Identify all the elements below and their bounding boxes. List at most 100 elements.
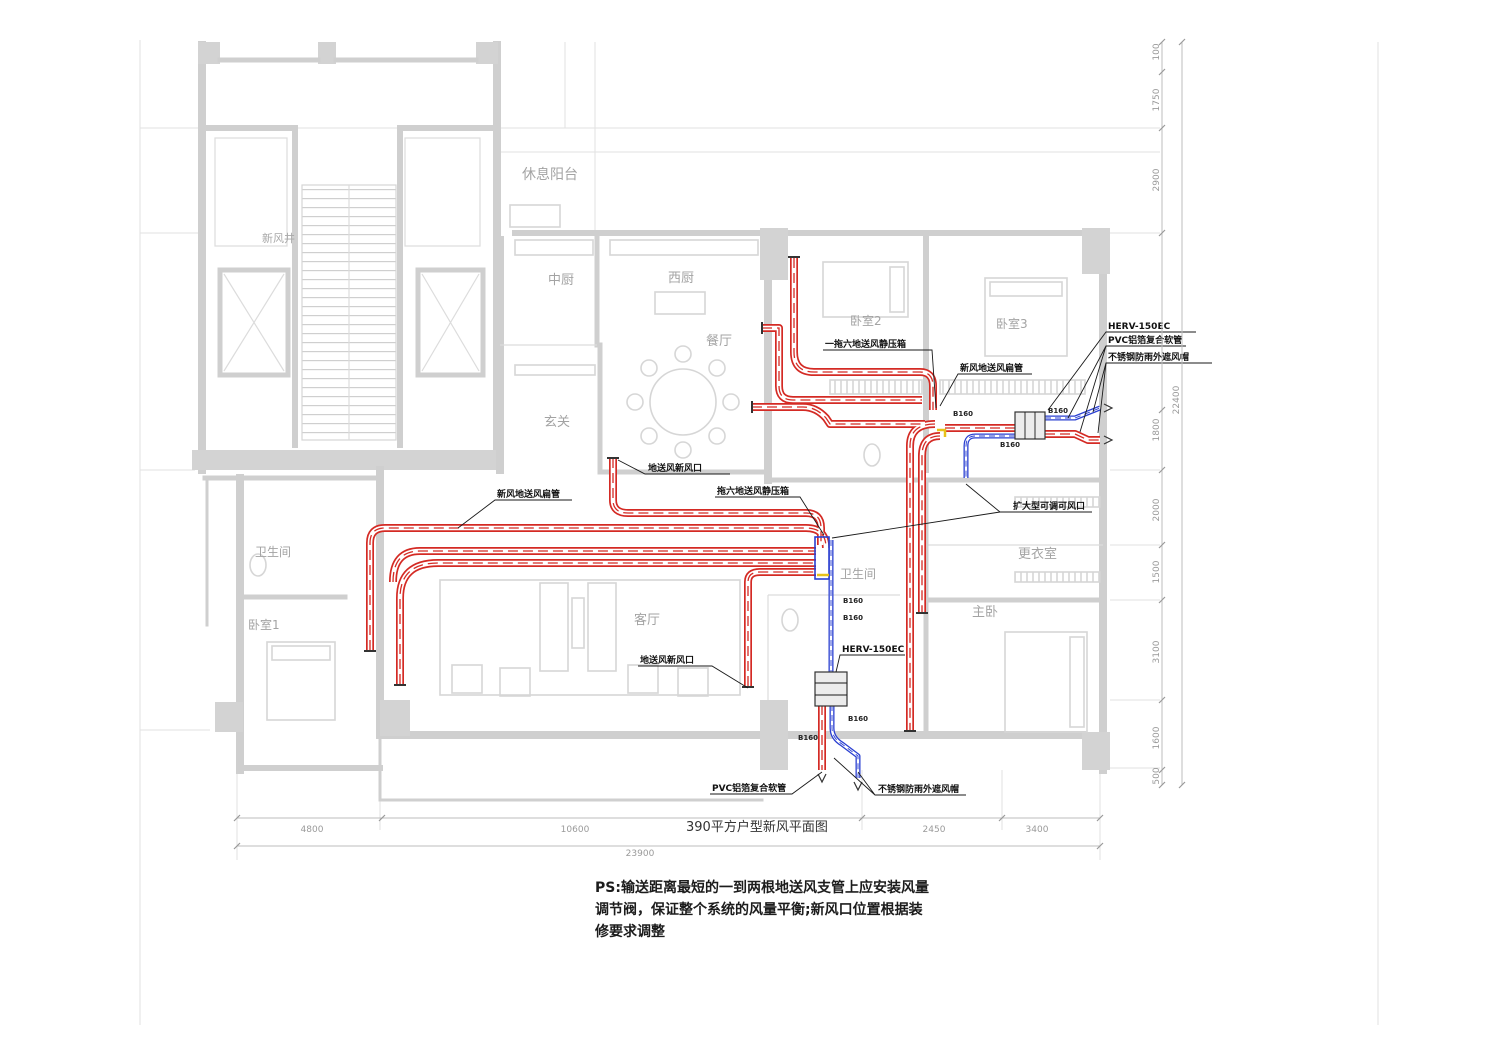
duct-size-label: B160 <box>1048 407 1068 415</box>
bed-pillow <box>889 266 905 313</box>
annotation-pvc-top: PVC铝箔复合软管 <box>1108 334 1182 346</box>
outlet-arrow-icon <box>817 773 863 792</box>
column <box>760 700 788 770</box>
leader-flat-duct-left <box>457 499 572 529</box>
elevator-shaft <box>415 267 486 378</box>
dining-chair <box>640 427 658 445</box>
annotation-flat-duct-left: 新风地送风扁管 <box>497 488 560 500</box>
grid-h <box>1110 232 1160 769</box>
bed <box>984 277 1068 357</box>
fresh-ducts <box>814 408 1100 778</box>
herv-unit-top <box>1014 411 1046 440</box>
notes: PS:输送距离最短的一到两根地送风支管上应安装风量 调节阀，保证整个系统的风量平… <box>594 879 929 940</box>
annotation-herv-bottom: HERV-150EC <box>842 645 905 655</box>
annotation-static-box-mid: 拖六地送风静压箱 <box>717 485 789 497</box>
dimension-vertical: 2000 <box>1152 498 1162 521</box>
balcony-fixture <box>509 204 561 228</box>
dining-chair <box>708 359 726 377</box>
dimension-vertical: 1500 <box>1152 560 1162 583</box>
room-outline <box>214 137 288 247</box>
dining-table <box>649 368 717 436</box>
room-label-bedroom2: 卧室2 <box>850 313 882 328</box>
dimension-vertical: 1750 <box>1152 88 1162 111</box>
annotation-outlet-living: 地送风新风口 <box>640 654 694 666</box>
leader-herv-top <box>1047 331 1196 411</box>
column <box>198 42 220 64</box>
room-label-balcony: 休息阳台 <box>522 166 578 183</box>
leader-herv-bottom <box>835 654 905 673</box>
room-label-bedroom3: 卧室3 <box>996 316 1028 331</box>
dimension-tick <box>1096 842 1104 850</box>
bed <box>1004 631 1088 733</box>
elevator-cross <box>223 273 285 372</box>
bed <box>266 641 336 721</box>
column <box>215 702 243 732</box>
grid-lines <box>139 40 1379 1025</box>
leader-cap-top <box>1092 362 1212 434</box>
dimension-tick <box>1178 781 1186 789</box>
drawing-title: 390平方户型新风平面图 <box>686 819 828 835</box>
dimension-tick <box>998 814 1006 822</box>
dining-chair <box>674 441 692 459</box>
room-label-foyer: 玄关 <box>544 415 570 430</box>
leader-pvc-top <box>1067 345 1186 433</box>
room-label-living: 客厅 <box>634 612 660 628</box>
kitchen-island <box>654 291 706 315</box>
column <box>760 228 788 280</box>
walls <box>192 41 1110 802</box>
toilet <box>781 608 799 632</box>
herv-unit-bottom <box>814 671 848 707</box>
bed-pillow <box>1069 636 1085 728</box>
dimension-tick <box>1158 541 1166 549</box>
leader-outlet-dining <box>617 459 730 475</box>
leader-static-box-top <box>823 349 937 409</box>
room-label-master-bedroom: 主卧 <box>972 605 998 620</box>
duct-terminals <box>364 256 1114 792</box>
dimension-tick <box>1158 406 1166 414</box>
room-label-bath1: 卫生间 <box>255 545 291 559</box>
dimension-horizontal: 10600 <box>561 825 590 835</box>
leader-flat-duct-top <box>939 373 1032 407</box>
duct-size-label: B160 <box>843 614 863 622</box>
column <box>318 42 336 64</box>
annotation-pvc-bottom: PVC铝箔复合软管 <box>712 782 786 794</box>
dining-chair <box>674 345 692 363</box>
rug <box>439 579 741 696</box>
dimension-tick <box>1158 38 1166 46</box>
dimension-tick <box>1158 596 1166 604</box>
dimension-vertical: 100 <box>1152 43 1162 60</box>
duct-size-label: B160 <box>798 734 818 742</box>
balcony-rail <box>378 733 764 802</box>
dimension-tick <box>1158 466 1166 474</box>
dining-chair <box>640 359 658 377</box>
annotation-flat-duct-top: 新风地送风扁管 <box>960 362 1023 374</box>
dimension-tick <box>233 814 241 822</box>
dining-chair <box>626 393 644 411</box>
static-pressure-box <box>814 536 830 580</box>
annotation-cap-top: 不锈钢防雨外遮风帽 <box>1108 351 1189 363</box>
room-label-dining: 餐厅 <box>706 333 732 349</box>
dimension-tick <box>233 842 241 850</box>
room-outline <box>404 137 481 247</box>
leader-static-box-mid <box>715 496 825 536</box>
note-line: 调节阀，保证整个系统的风量平衡;新风口位置根据装 <box>595 901 924 918</box>
dimension-tick <box>1178 38 1186 46</box>
dimension-text: 100 1750 2900 22400 1800 2000 1500 3100 … <box>301 43 1182 859</box>
sofa <box>539 582 569 672</box>
armchair <box>451 664 483 694</box>
elevator-cross <box>421 273 480 372</box>
dimension-vertical: 2900 <box>1152 168 1162 191</box>
dimension-vertical-total: 22400 <box>1172 385 1182 414</box>
wardrobe <box>1014 571 1101 583</box>
herv-unit-top-detail <box>1024 412 1036 439</box>
dimension-vertical: 1800 <box>1152 418 1162 441</box>
armchair <box>627 664 659 694</box>
wardrobe <box>939 379 1086 395</box>
note-line: 修要求调整 <box>594 923 666 940</box>
outlet-arrow-icon <box>1103 403 1114 445</box>
furniture <box>249 204 1101 733</box>
duct-size-label: B160 <box>848 715 868 723</box>
dimension-tick <box>1158 68 1166 76</box>
damper-marker <box>937 428 947 437</box>
kitchen-counter <box>609 239 759 256</box>
